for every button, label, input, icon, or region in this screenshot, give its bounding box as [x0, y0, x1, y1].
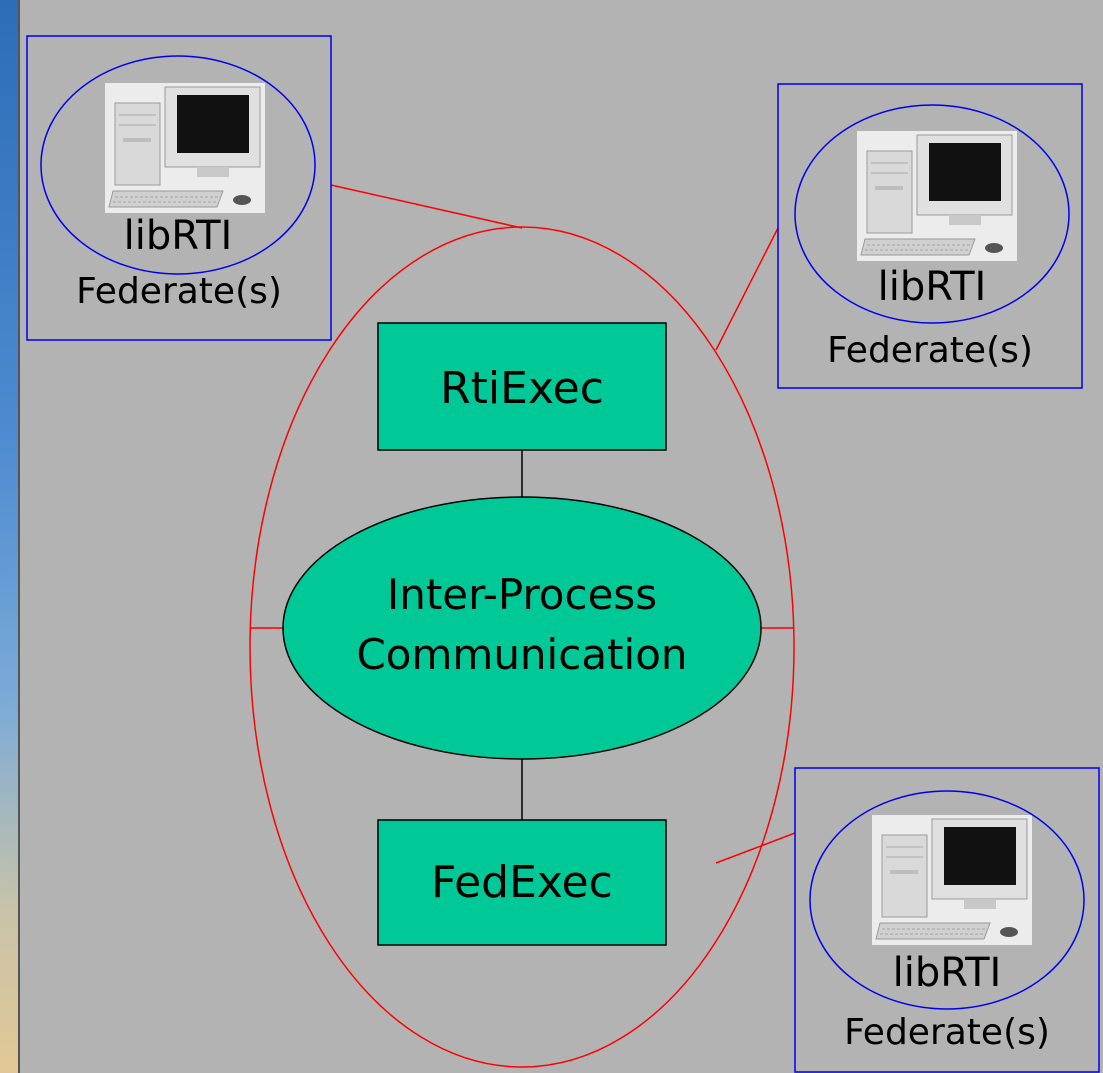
desktop-computer-icon [856, 130, 1018, 262]
rti-boundary-ellipse [249, 226, 795, 1068]
connector-line [715, 227, 779, 351]
desktop-computer-icon [104, 82, 266, 214]
federate-label: Federate(s) [844, 1012, 1050, 1053]
librti-label: libRTI [892, 950, 1002, 996]
federate-box-3 [794, 767, 1100, 1073]
rti-exec-label: RtiExec [440, 363, 604, 414]
ipc-label-line1: Inter-Process [386, 570, 658, 619]
federate-ellipse-3 [809, 790, 1085, 1010]
federate-ellipse-2 [794, 104, 1070, 324]
librti-label: libRTI [123, 213, 233, 259]
federate-ellipse-1 [40, 55, 316, 275]
ipc-ellipse [282, 496, 762, 760]
federate-label: Federate(s) [76, 271, 282, 312]
federate-label: Federate(s) [827, 330, 1033, 371]
ipc-label-line2: Communication [356, 630, 688, 679]
federate-box-2 [777, 83, 1083, 389]
rti-exec-box [377, 322, 667, 451]
connector-line [330, 184, 523, 229]
librti-label: libRTI [877, 264, 987, 310]
fed-exec-label: FedExec [431, 857, 613, 908]
federate-box-1 [26, 35, 332, 341]
fed-exec-box [377, 819, 667, 946]
connector-line [715, 832, 796, 864]
desktop-computer-icon [871, 814, 1033, 946]
